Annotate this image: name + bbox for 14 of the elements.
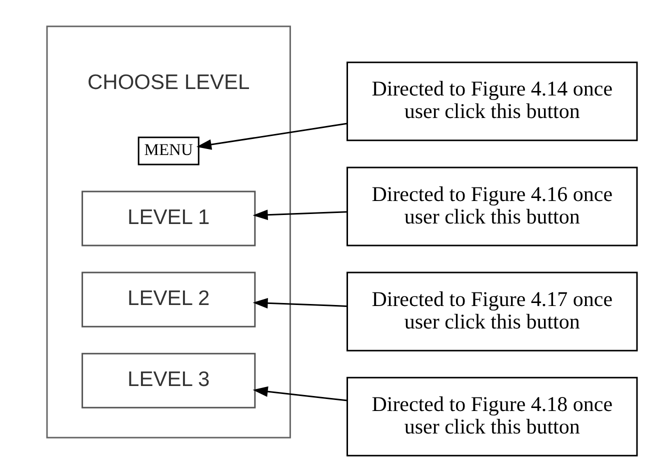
arrow <box>252 298 348 308</box>
label: CHOOSE LEVEL <box>87 70 250 94</box>
cluster <box>46 26 291 438</box>
node-box: Directed to Figure 4.16 once user click this button <box>346 166 638 246</box>
arrow <box>252 210 348 220</box>
node-box: MENU <box>138 136 200 166</box>
node-box: Directed to Figure 4.14 once user click this button <box>346 62 638 142</box>
arrow <box>252 386 348 402</box>
node-box: Directed to Figure 4.17 once user click this button <box>346 272 638 352</box>
node-box: LEVEL 3 <box>82 352 256 408</box>
node-box: LEVEL 1 <box>82 190 256 246</box>
node-box: Directed to Figure 4.18 once user click this button <box>346 376 638 456</box>
arrow <box>196 122 348 150</box>
node-box: LEVEL 2 <box>82 272 256 328</box>
